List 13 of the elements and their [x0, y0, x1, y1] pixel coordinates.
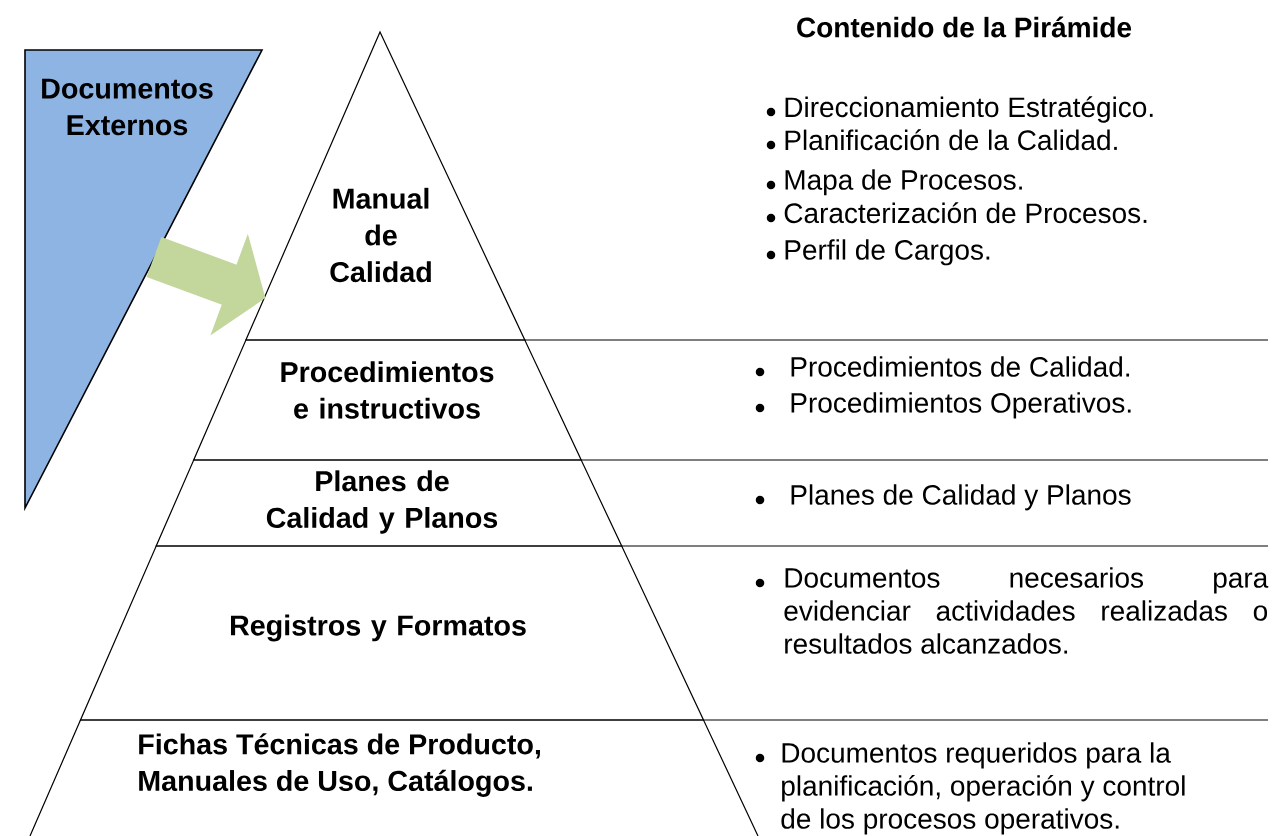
- bullet-item: Procedimientos de Calidad.: [755, 356, 1130, 377]
- bullet-item: Mapa de Procesos.: [766, 169, 1022, 196]
- bullet-item: Perfil de Cargos.: [766, 239, 990, 266]
- column-heading: Contenido de la Pirámide: [797, 16, 1132, 38]
- pyramid-level: Registros y Formatos: [79, 545, 705, 721]
- bullet-item: Planes de Calidad y Planos: [755, 484, 1131, 511]
- bullet-item: Procedimientos Operativos.: [755, 392, 1131, 419]
- pyramid-level: Fichas Técnicas de Producto, Manuales de Uso, Catálogos.: [29, 719, 759, 836]
- bullet-item: Documentos necesarios para evidenciar actividades realizadas o resultados alcanzados.: [755, 567, 1269, 654]
- bullet-item: Planificación de la Calidad.: [766, 129, 1117, 151]
- pyramid-level: Planes de Calidad y Planos: [155, 459, 623, 547]
- bullet-item: Caracterización de Procesos.: [766, 202, 1147, 224]
- bullet-item: Direccionamiento Estratégico.: [766, 96, 1153, 123]
